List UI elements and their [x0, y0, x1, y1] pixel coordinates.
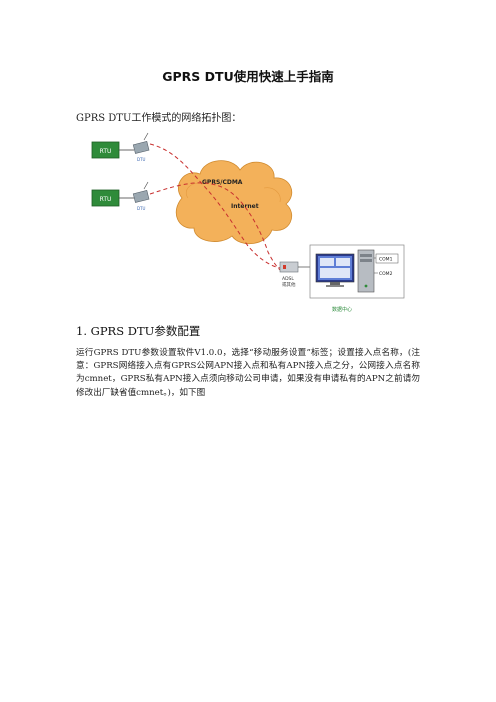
- rtu-label-bottom: RTU: [100, 196, 112, 203]
- link-dtu-top-to-cloud: [149, 143, 281, 269]
- data-center-label: 数据中心: [332, 306, 352, 313]
- rtu-label-top: RTU: [100, 148, 112, 155]
- dtu-device-top: [132, 132, 150, 154]
- adsl-sublabel: 或其他: [282, 281, 296, 288]
- com2-label: COM2: [379, 271, 393, 277]
- body-paragraph: 运行GPRS DTU参数设置软件V1.0.0，选择“移动服务设置”标签；设置接入…: [76, 348, 420, 398]
- dtu-label-top: DTU: [137, 157, 146, 162]
- monitor-icon: [315, 253, 355, 287]
- intro-line: GPRS DTU工作模式的网络拓扑图：: [76, 113, 242, 124]
- cloud-label-gprs: GPRS/CDMA: [202, 179, 243, 186]
- section-heading: 1. GPRS DTU参数配置: [76, 324, 201, 338]
- com1-label: COM1: [379, 257, 393, 263]
- com1-box: [375, 253, 399, 264]
- dtu-device-bottom: [132, 181, 150, 203]
- cloud-label-internet: Internet: [231, 203, 259, 210]
- adsl-label: ADSL: [282, 276, 294, 282]
- dtu-label-bottom: DTU: [137, 206, 146, 211]
- topology-svg: RTU DTU RTU DTU GPRS/CDMA Internet: [91, 132, 405, 313]
- server-tower-icon: [357, 249, 375, 293]
- network-topology-diagram: RTU DTU RTU DTU GPRS/CDMA Internet: [84, 128, 414, 318]
- adsl-modem: [279, 261, 299, 273]
- gprs-internet-cloud: [175, 160, 293, 244]
- page-title: GPRS DTU使用快速上手指南: [162, 69, 334, 84]
